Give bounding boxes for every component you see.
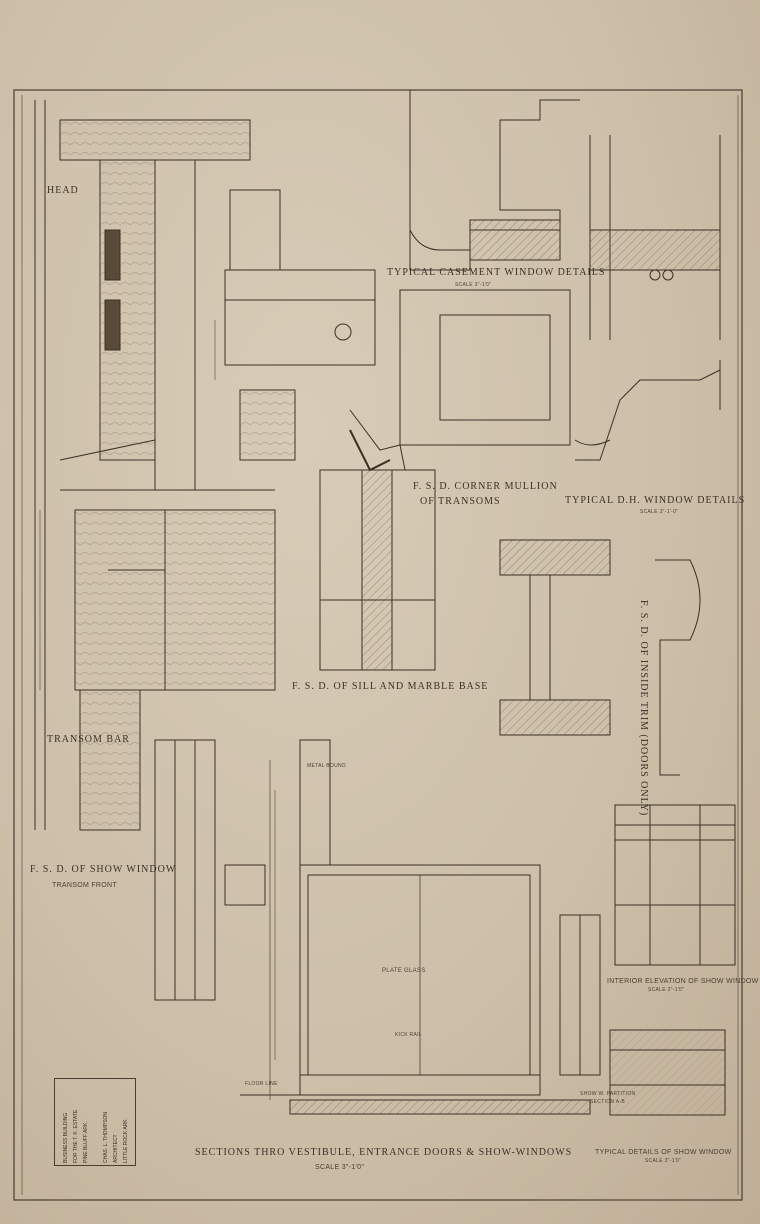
sill-base-title: F. S. D. OF SILL AND MARBLE BASE <box>292 681 489 692</box>
architect-title: ARCHITECT <box>113 1134 119 1163</box>
architect-location: LITTLE ROCK ARK. <box>123 1117 129 1163</box>
title-block: BUSINESS BUILDING FOR THE T. K. ESTATE P… <box>54 1078 136 1166</box>
typical-show-title: TYPICAL DETAILS OF SHOW WINDOW <box>595 1149 732 1156</box>
interior-elevation-title: INTERIOR ELEVATION OF SHOW WINDOW <box>607 978 759 985</box>
title-block-line-1: BUSINESS BUILDING <box>63 1112 69 1163</box>
floor-line-label: FLOOR LINE <box>245 1081 278 1087</box>
plate-glass-label: PLATE GLASS <box>382 968 426 974</box>
dh-window-title: TYPICAL D.H. WINDOW DETAILS <box>565 495 746 506</box>
casement-scale: SCALE 3"-1'0" <box>455 282 492 288</box>
typical-show-scale: SCALE 3"-1'0" <box>645 1158 682 1164</box>
interior-elevation-scale: SCALE 3"-1'0" <box>648 987 685 993</box>
architect-name: CHAS. L. THOMPSON <box>103 1111 109 1163</box>
title-block-line-2: FOR THE T. K. ESTATE <box>73 1109 79 1163</box>
section-ab-label: SECTION A-B <box>590 1099 625 1105</box>
sections-title: SECTIONS THRO VESTIBULE, ENTRANCE DOORS … <box>195 1147 573 1158</box>
corner-mullion-label-2: OF TRANSOMS <box>420 496 501 507</box>
kick-rail-label: KICK RAIL <box>395 1032 422 1038</box>
show-partition-label: SHOW W. PARTITION <box>580 1091 636 1097</box>
corner-mullion-label: F. S. D. CORNER MULLION <box>413 481 558 492</box>
title-block-line-3: PINE BLUFF ARK. <box>83 1121 89 1163</box>
door-trim-title: F. S. D. OF INSIDE TRIM (DOORS ONLY) <box>638 600 649 817</box>
metal-bound-label: METAL BOUND <box>307 763 346 769</box>
dh-window-scale: SCALE 3"-1'-0" <box>640 509 679 515</box>
casement-title: TYPICAL CASEMENT WINDOW DETAILS <box>387 267 606 278</box>
show-window-subtitle: TRANSOM FRONT <box>52 882 117 889</box>
head-label: HEAD <box>47 185 79 196</box>
sheet-border <box>13 89 743 1201</box>
transom-bar-label: TRANSOM BAR <box>47 734 130 745</box>
sections-scale: SCALE 3"-1'0" <box>315 1164 365 1171</box>
show-window-title: F. S. D. OF SHOW WINDOW <box>30 864 177 875</box>
